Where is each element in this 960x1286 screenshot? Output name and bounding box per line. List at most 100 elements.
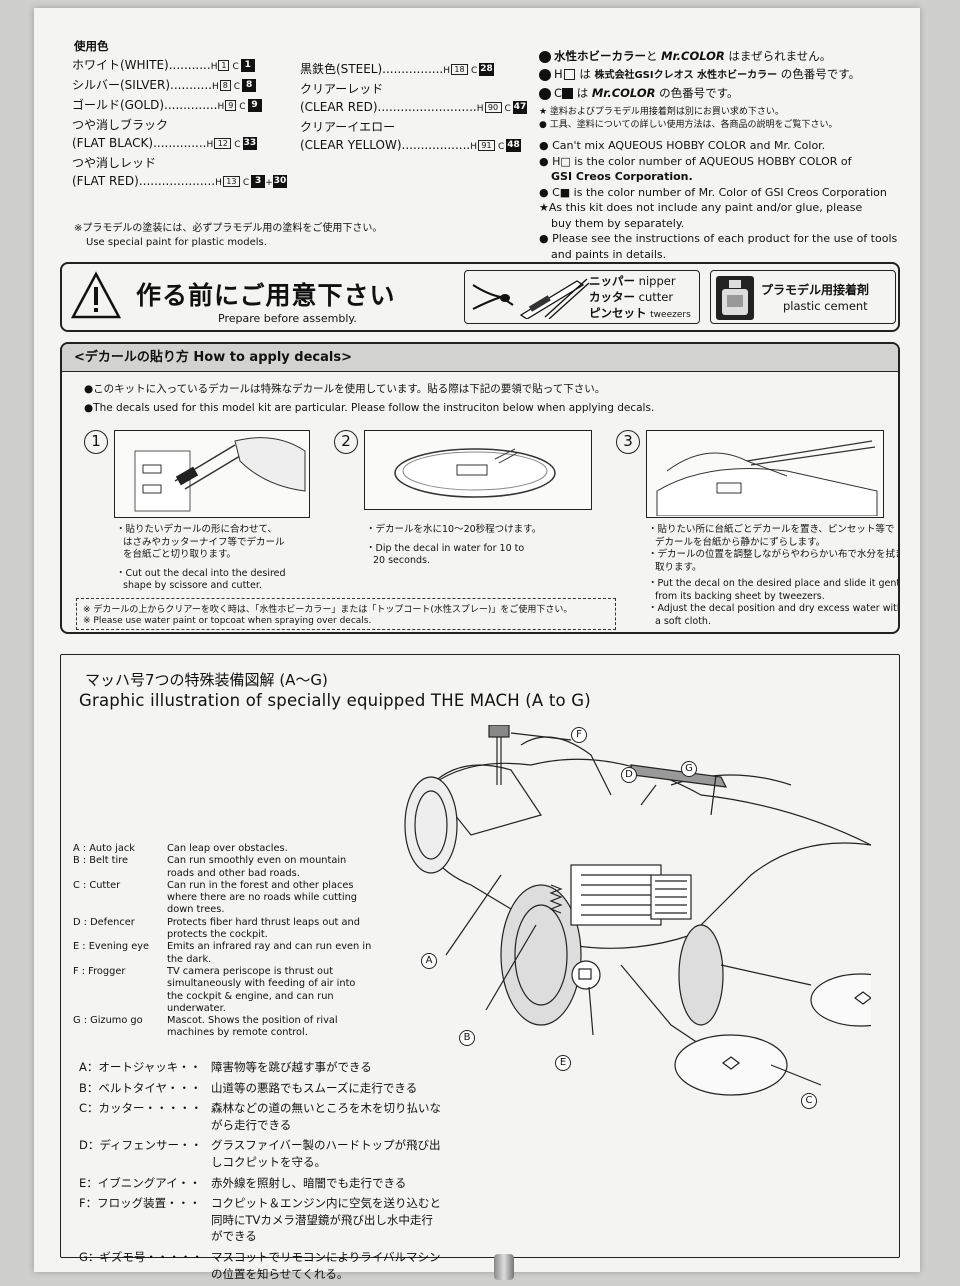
c-color-number: 8 [242,79,257,92]
h-color-number: 90 [484,102,502,113]
h-color-number: 1 [218,60,230,71]
h-color-number: 12 [214,138,232,149]
h-color-number: 8 [219,80,231,91]
mach-car-illustration [404,725,871,1096]
mach-panel: マッハ号7つの特殊装備図解 (A～G) Graphic illustration… [60,654,900,1281]
note-small-1: ★ 塗料およびプラモデル用接着剤は別にお買い求め下さい。 [539,107,784,117]
step-1-number: 1 [84,430,108,454]
decals-foot-jp: ※ デカールの上からクリアーを吹く時は、「水性ホビーカラー」または「トップコート… [83,605,573,615]
note-en-7: ● Please see the instructions of each pr… [539,232,898,245]
h-color-number: 13 [222,176,240,187]
tools-icon [472,278,590,319]
h-color-number: 9 [225,100,237,111]
label-g: G [681,761,697,777]
note-en-3: GSI Creos Corporation. [551,170,693,183]
mach-title-jp: マッハ号7つの特殊装備図解 (A～G) [85,671,328,689]
color-row: つや消しブラック [72,118,169,132]
prepare-title-en: Prepare before assembly. [218,312,357,325]
label-e: E [555,1055,571,1071]
bullet-icon [539,68,551,81]
color-row: クリアーレッド [300,82,384,96]
bullet-icon [539,87,551,100]
prepare-title-jp: 作る前にご用意下さい [136,281,396,310]
plastic-note-en: Use special paint for plastic models. [86,237,267,248]
step-3-text: ・貼りたい所に台紙ごとデカールを置き、ピンセット等でデカールを台紙から静かにずら… [648,524,900,627]
decals-header: <デカールの貼り方 How to apply decals> [74,350,352,365]
decals-intro-jp: ●このキットに入っているデカールは特殊なデカールを使用しています。貼る際は下記の… [84,383,606,395]
c-box-icon [562,88,574,99]
cement-bottle-icon [716,276,754,320]
color-row: クリアーイエロー [300,120,396,134]
h-box-icon [563,69,575,80]
c-color-number: 1 [240,59,255,72]
prepare-panel: 作る前にご用意下さい Prepare before assembly. ニッパー… [60,262,900,332]
legend-item: D：ディフェンサー・・グラスファイバー製のハードトップが飛び出しコクピットを守る… [79,1138,441,1169]
mach-jp-list: A：オートジャッキ・・障害物等を跳び越す事ができる B：ベルトタイヤ・・・山道等の… [79,1059,519,1286]
notes-small: ★ 塗料およびプラモデル用接着剤は別にお買い求め下さい。 ● 工具、塗料について… [539,106,837,132]
note-en-8: and paints in details. [551,247,667,261]
label-f: F [571,727,587,743]
plastic-note-jp: ※プラモデルの塗装には、必ずプラモデル用の塗料をご使用下さい。 [74,223,383,234]
step-2-text: ・デカールを水に10～20秒程つけます。 ・Dip the decal in w… [366,524,542,566]
c-color-number: 48 [506,139,521,152]
step-1-text: ・貼りたいデカールの形に合わせて、はさみやカッターナイフ等でデカールを台紙ごと切… [116,524,286,591]
colors-title: 使用色 [74,39,109,53]
decals-footnote-box: ※ デカールの上からクリアーを吹く時は、「水性ホビーカラー」または「トップコート… [76,598,616,630]
note-small-2: ● 工具、塗料についての詳しい使用方法は、各商品の説明をご覧下さい。 [539,120,838,130]
legend-item: B：ベルトタイヤ・・・山道等の悪路でもスムーズに走行できる [79,1080,418,1095]
c-color-number: 3 [251,175,266,188]
c-color-number: 47 [512,101,528,114]
note-line-1: 水性ホビーカラーと Mr.COLOR はまぜられません。 [539,48,831,65]
cement-box: プラモデル用接着剤 plastic cement [710,270,896,324]
note-en-4: ● C■ is the color number of Mr. Color of… [539,185,887,199]
note-en-1: ● Can't mix AQUEOUS HOBBY COLOR and Mr. … [539,139,826,152]
step-3-number: 3 [616,430,640,454]
tool-nipper: ニッパー nipper [589,274,676,288]
paper-weight [494,1254,514,1280]
step-1-illustration [114,430,310,518]
c-color-number: 28 [479,63,494,76]
c-color-number-2: 30 [272,175,288,188]
step-3-illustration [646,430,884,518]
label-d: D [621,767,637,783]
decals-intro-en: ●The decals used for this model kit are … [84,402,655,414]
tool-tweezers: ピンセット tweezers [589,306,691,320]
note-en-2: ● H□ is the color number of AQUEOUS HOBB… [539,154,852,168]
c-color-number: 33 [242,137,258,150]
note-en-5: ★As this kit does not include any paint … [539,201,863,214]
label-c: C [801,1093,817,1109]
cement-jp: プラモデル用接着剤 [761,283,870,297]
tool-list: ニッパー nipper カッター cutter ピンセット tweezers [589,273,691,323]
legend-item: A：オートジャッキ・・障害物等を跳び越す事ができる [79,1060,372,1074]
h-color-number: 91 [478,140,495,151]
cement-en: plastic cement [783,299,868,313]
note-line-2: H は 株式会社GSIクレオス 水性ホビーカラー の色番号です。 [539,66,860,84]
bullet-icon [539,50,551,63]
legend-item: G：ギズモ号・・・・・マスコットでリモコンによりライバルマシンの位置を知らせてく… [79,1249,441,1281]
decals-header-bar [62,344,898,372]
label-b: B [459,1030,475,1046]
legend-item: C：カッター・・・・・森林などの道の無いところを木を切り払いながら走行できる [79,1101,441,1132]
color-row: つや消しレッド [72,156,157,170]
h-color-number: 18 [450,64,468,75]
label-a: A [421,953,437,969]
decals-foot-en: ※ Please use water paint or topcoat when… [83,616,372,626]
